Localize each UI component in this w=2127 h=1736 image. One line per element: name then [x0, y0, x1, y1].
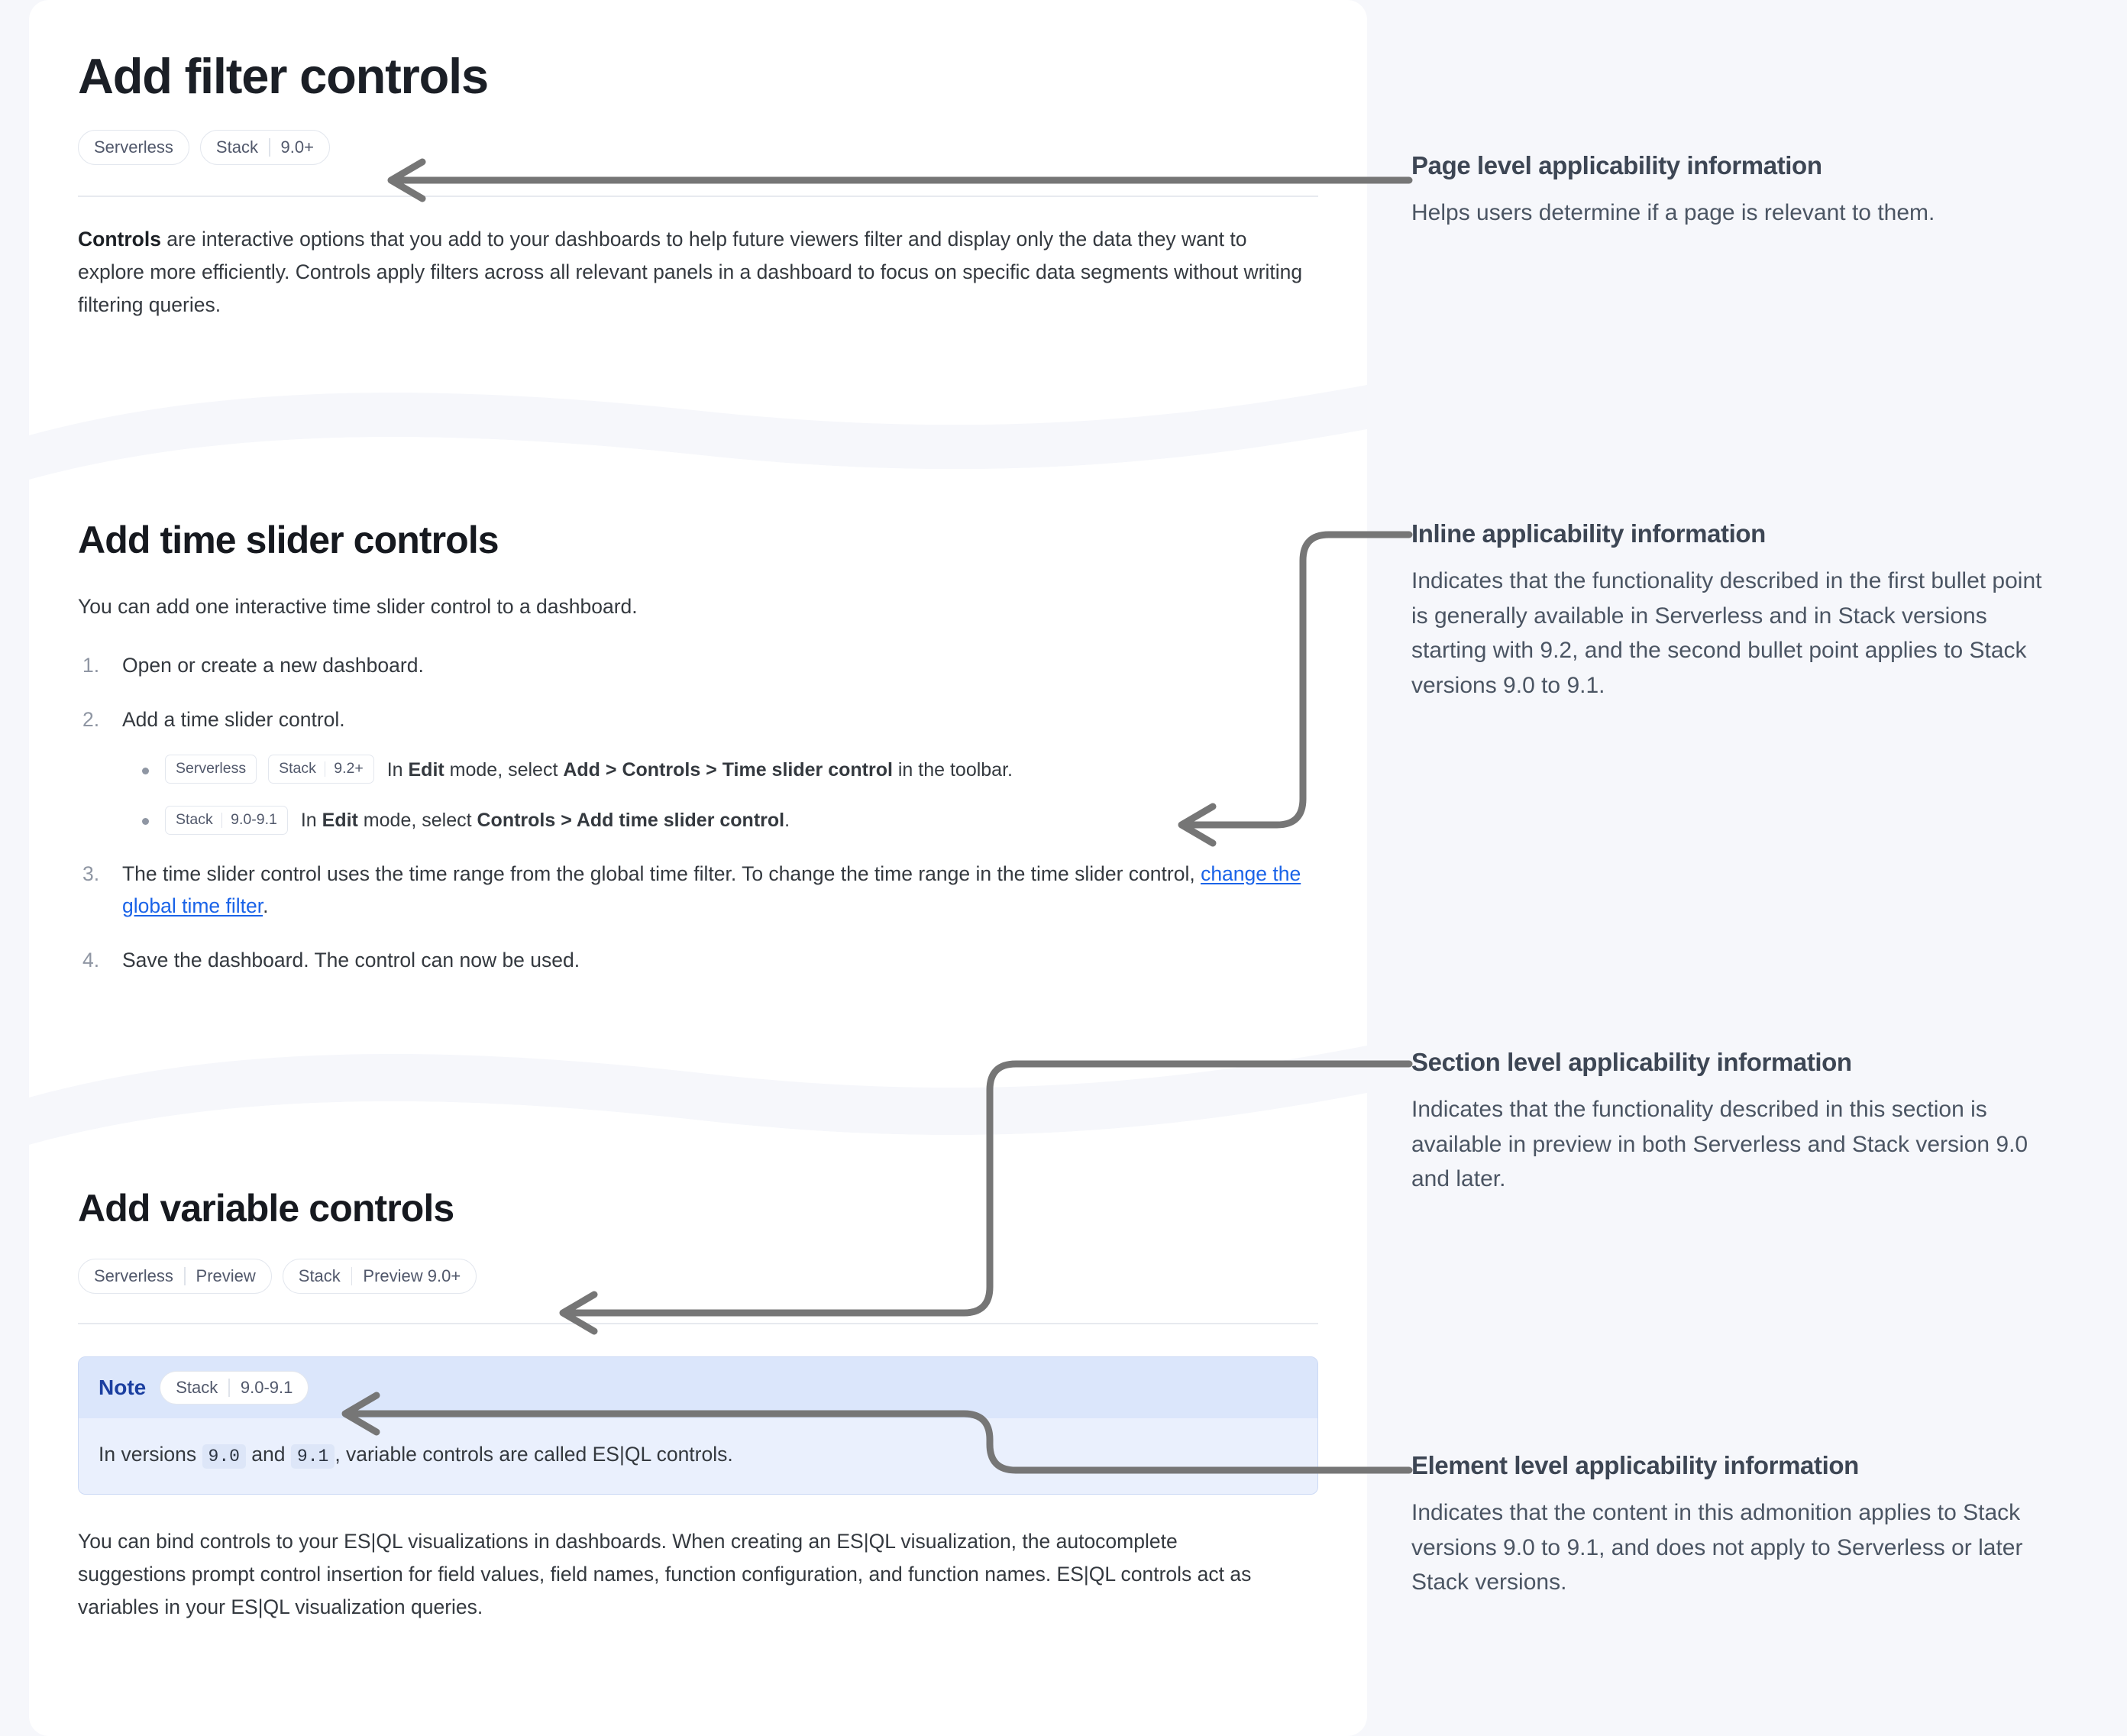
serverless-preview-badge[interactable]: Serverless Preview: [78, 1259, 272, 1294]
step-text: Save the dashboard. The control can now …: [122, 949, 580, 972]
change-global-time-filter-link[interactable]: change the global time filter: [122, 862, 1301, 918]
badge-segment-label: Serverless: [176, 760, 247, 777]
annotation-title: Section level applicability information: [1411, 1048, 1852, 1076]
badge-segment-label: Stack: [215, 137, 258, 157]
text-run: mode, select: [357, 810, 477, 832]
step-text-tail: .: [263, 894, 269, 918]
version-code-chip: 9.0: [202, 1444, 246, 1469]
page-header-block: Add filter controls Serverless Stack 9.0…: [29, 50, 1367, 322]
badge-segment-label: Serverless: [94, 137, 173, 157]
annotation-title: Inline applicability information: [1411, 519, 1766, 548]
annotation-body: Indicates that the functionality describ…: [1411, 567, 2042, 698]
annotation-page-level: Page level applicability information Hel…: [1411, 151, 2053, 231]
badge-segment-version: 9.2+: [334, 760, 364, 777]
note-admonition: Note Stack 9.0-9.1 In versions 9.0 and 9…: [78, 1356, 1318, 1495]
wave-divider-bottom: [29, 1035, 1367, 1165]
note-header: Note Stack 9.0-9.1: [79, 1357, 1317, 1418]
stack-badge[interactable]: Stack 9.0-9.1: [165, 805, 288, 835]
annotation-section-level: Section level applicability information …: [1411, 1048, 2061, 1197]
annotation-title: Element level applicability information: [1411, 1451, 1859, 1479]
sub-item-text: In Edit mode, select Add > Controls > Ti…: [387, 759, 1013, 781]
section-divider: [78, 1323, 1318, 1324]
step-item: Open or create a new dashboard.: [82, 649, 1318, 682]
badge-segment-label: Stack: [176, 810, 213, 828]
note-body: In versions 9.0 and 9.1, variable contro…: [79, 1418, 1317, 1494]
note-text-run: and: [245, 1443, 291, 1466]
version-code-chip: 9.1: [290, 1444, 335, 1469]
annotation-inline-level: Inline applicability information Indicat…: [1411, 519, 2057, 703]
text-run: in the toolbar.: [892, 758, 1013, 781]
sub-list-item: Serverless Stack 9.2+ In Edit mode, sele…: [142, 755, 1318, 785]
note-text-run: In versions: [99, 1443, 202, 1466]
stack-badge[interactable]: Stack 9.2+: [268, 755, 374, 784]
section-applicability-badges: Serverless Preview Stack Preview 9.0+: [78, 1259, 1318, 1294]
badge-segment-preview-version: Preview 9.0+: [363, 1266, 461, 1285]
badge-separator: [183, 1267, 186, 1285]
annotation-title: Page level applicability information: [1411, 151, 1822, 179]
annotation-body: Helps users determine if a page is relev…: [1411, 199, 1935, 225]
badge-separator: [351, 1267, 353, 1285]
badge-separator: [228, 1379, 230, 1397]
text-run: mode, select: [444, 758, 564, 781]
docs-column: Add filter controls Serverless Stack 9.0…: [29, 0, 1367, 1736]
note-text-run: , variable controls are called ES|QL con…: [335, 1443, 733, 1466]
step-item: Add a time slider control. Serverless St…: [82, 703, 1318, 836]
annotation-element-level: Element level applicability information …: [1411, 1451, 2064, 1600]
badge-segment-version: 9.0-9.1: [240, 1378, 293, 1397]
badge-separator: [221, 812, 223, 828]
text-run-bold: Edit: [322, 810, 358, 832]
text-run: In: [386, 758, 409, 781]
badge-segment-preview: Preview: [196, 1266, 256, 1285]
section-heading-time-slider: Add time slider controls: [78, 519, 499, 561]
time-slider-intro: You can add one interactive time slider …: [78, 595, 638, 618]
step-item: The time slider control uses the time ra…: [82, 858, 1318, 923]
badge-segment-label: Stack: [279, 760, 316, 777]
text-run: .: [784, 810, 790, 832]
text-run-bold: Edit: [408, 758, 444, 781]
badge-segment-version: 9.0+: [280, 137, 314, 157]
badge-segment-version: 9.0-9.1: [231, 810, 277, 828]
stack-badge[interactable]: Stack 9.0-9.1: [160, 1371, 309, 1405]
stack-badge[interactable]: Stack 9.0+: [199, 130, 330, 166]
text-run: In: [300, 810, 322, 832]
time-slider-section: Add time slider controls You can add one…: [29, 519, 1367, 998]
note-label: Note: [99, 1376, 147, 1399]
text-run-bold: Add > Controls > Time slider control: [563, 758, 893, 781]
annotation-body: Indicates that the content in this admon…: [1411, 1499, 2023, 1595]
badge-separator: [268, 138, 270, 157]
page-title: Add filter controls: [78, 48, 489, 104]
wave-divider-top: [29, 382, 1367, 504]
text-run-bold: Controls > Add time slider control: [477, 810, 785, 832]
badge-segment-label: Serverless: [94, 1266, 173, 1285]
serverless-badge[interactable]: Serverless: [78, 130, 189, 166]
time-slider-steps: Open or create a new dashboard. Add a ti…: [78, 649, 1318, 977]
variable-paragraph: You can bind controls to your ES|QL visu…: [78, 1529, 1252, 1618]
step-sub-list: Serverless Stack 9.2+ In Edit mode, sele…: [122, 755, 1318, 836]
step-item: Save the dashboard. The control can now …: [82, 944, 1318, 977]
section-heading-variable: Add variable controls: [78, 1187, 454, 1230]
step-text: Open or create a new dashboard.: [122, 653, 424, 677]
intro-paragraph: Controls are interactive options that yo…: [78, 223, 1315, 322]
intro-rest: are interactive options that you add to …: [78, 228, 1303, 317]
header-divider: [78, 196, 1318, 198]
page-applicability-badges: Serverless Stack 9.0+: [78, 130, 1318, 166]
stack-preview-badge[interactable]: Stack Preview 9.0+: [282, 1259, 477, 1294]
intro-lead-term: Controls: [78, 228, 161, 251]
serverless-badge[interactable]: Serverless: [165, 755, 257, 784]
sub-list-item: Stack 9.0-9.1 In Edit mode, select Contr…: [142, 805, 1318, 836]
badge-segment-label: Stack: [176, 1378, 218, 1397]
badge-segment-label: Stack: [298, 1266, 341, 1285]
sub-item-text: In Edit mode, select Controls > Add time…: [301, 810, 790, 831]
variable-controls-section: Add variable controls Serverless Preview…: [29, 1188, 1367, 1624]
step-text: Add a time slider control.: [122, 707, 345, 731]
annotation-body: Indicates that the functionality describ…: [1411, 1096, 2028, 1192]
step-text: The time slider control uses the time ra…: [122, 862, 1201, 885]
